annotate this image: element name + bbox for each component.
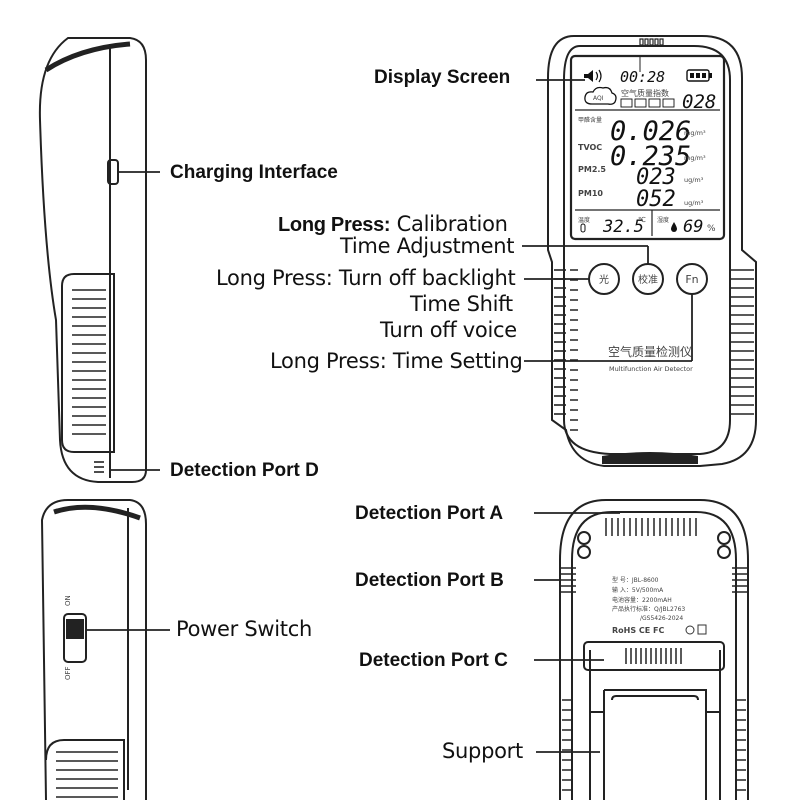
label-charging-interface: Charging Interface — [170, 162, 338, 183]
lcd-pm25-label: PM2.5 — [578, 165, 606, 174]
aqi-level-boxes — [620, 98, 675, 108]
aqi-level-box — [634, 98, 647, 108]
lcd-pm10-unit: ug/m³ — [684, 199, 704, 207]
aqi-cloud-icon — [584, 86, 617, 105]
lcd-temp-label: 温度 — [578, 216, 590, 224]
bottom-vent — [602, 452, 698, 464]
back-label-line2: 输 入：5V/500mA — [612, 586, 664, 594]
indicator-dot — [639, 38, 644, 46]
label-support: Support — [442, 739, 523, 763]
aqi-level-box — [662, 98, 675, 108]
lcd-temp-value: 32.5 — [602, 217, 644, 237]
front-grip-ribs — [570, 269, 578, 431]
back-side-ribs — [562, 699, 746, 791]
lcd-humidity-unit: % — [707, 224, 716, 234]
lcd-humidity-value: 69 — [683, 217, 703, 237]
indicator-dot — [649, 38, 654, 46]
backlight-button-label: 光 — [599, 273, 609, 286]
back-label-sticker: 型 号：JBL-8600 输 入：5V/500mA 电池容量：2200mAH 产… — [612, 576, 707, 635]
lcd-hcho-label: 甲醛含量 — [578, 116, 602, 124]
battery-icon — [686, 69, 712, 82]
back-label-line4: 产品执行标准：Q/JBL2763 — [612, 605, 685, 613]
fn-button-label: Fn — [685, 273, 698, 286]
bin-icon — [697, 624, 707, 635]
lcd-pm10-value: 052 — [636, 187, 676, 212]
lcd-aqi-value: 028 — [682, 91, 716, 113]
front-side-ribs — [554, 269, 754, 415]
indicator-dot — [644, 38, 649, 46]
calibration-button-label: 校准 — [638, 273, 658, 286]
aqi-level-box — [648, 98, 661, 108]
side-grille — [72, 289, 106, 435]
front-subtitle: Multifunction Air Detector — [609, 365, 693, 373]
thermometer-icon — [580, 223, 586, 233]
humidity-drop-icon — [671, 222, 677, 232]
label-turn-off-backlight: Long Press: Turn off backlight — [216, 266, 516, 290]
lcd-pm25-value: 023 — [636, 165, 676, 190]
back-label-line3: 电池容量：2200mAH — [612, 596, 672, 604]
indicator-dot — [654, 38, 659, 46]
indicator-dot — [659, 38, 664, 46]
device-text: 光 校准 Fn 空气质量检测仪 Multifunction Air Detect… — [64, 273, 699, 680]
back-label-certs: RoHS CE FC — [612, 626, 664, 635]
label-detection-port-a: Detection Port A — [355, 503, 504, 524]
label-display-screen: Display Screen — [374, 67, 511, 88]
aqi-level-box — [620, 98, 633, 108]
label-detection-port-b: Detection Port B — [355, 570, 504, 591]
stand-slot — [583, 641, 725, 671]
lcd-tvoc-value: 0.235 — [610, 141, 691, 172]
front-title: 空气质量检测仪 — [608, 344, 692, 359]
lcd-pm10-label: PM10 — [578, 189, 603, 198]
front-view — [547, 35, 757, 467]
side-view-top — [38, 37, 147, 483]
lcd-screen — [569, 54, 726, 241]
label-time-setting: Long Press: Time Setting — [270, 349, 523, 373]
back-view — [559, 499, 749, 800]
detection-port-d-vents — [94, 461, 104, 473]
speaker-icon — [584, 69, 602, 83]
leader-lines — [86, 79, 693, 753]
lcd-time: 00:28 — [620, 68, 665, 86]
label-calibration-text: Calibration — [396, 212, 508, 236]
back-label-line1: 型 号：JBL-8600 — [612, 576, 659, 584]
label-detection-port-d: Detection Port D — [170, 460, 319, 481]
power-switch-shape — [63, 613, 87, 663]
lcd-temp-unit: ℃ — [638, 216, 646, 224]
lcd-tvoc-unit: mg/m³ — [684, 154, 706, 162]
switch-on-label: ON — [64, 595, 72, 606]
lcd-hcho-value: 0.026 — [610, 116, 691, 147]
label-detection-port-c: Detection Port C — [359, 650, 508, 671]
label-turn-off-voice: Turn off voice — [380, 318, 517, 342]
detection-port-a-vents — [605, 518, 697, 536]
side-view-bottom — [40, 499, 147, 800]
label-calibration-prefix: Long Press: — [278, 214, 391, 236]
back-label-line5: /GS5426-2024 — [640, 615, 683, 622]
recycle-icon — [685, 625, 695, 635]
label-calibration: Long Press: Calibration — [278, 212, 508, 236]
lcd-hcho-unit: mg/m³ — [684, 129, 706, 137]
lcd-content: 00:28 AQI 空气质量指数 028 甲醛含量 0.026 mg/m³ TV… — [578, 68, 716, 237]
label-time-shift: Time Shift — [410, 292, 513, 316]
lcd-humidity-label: 湿度 — [657, 216, 669, 224]
switch-off-label: OFF — [64, 666, 72, 680]
label-power-switch: Power Switch — [176, 617, 312, 641]
lcd-aqi-title: 空气质量指数 — [621, 88, 669, 98]
lcd-aqi-label: AQI — [593, 95, 604, 102]
detection-port-b-vents — [560, 567, 748, 593]
top-indicator-dots — [639, 38, 664, 46]
lcd-tvoc-label: TVOC — [578, 143, 602, 152]
side-grille-lower — [56, 751, 118, 798]
detection-port-c-vents — [625, 648, 682, 664]
label-time-adjustment: Time Adjustment — [340, 234, 515, 258]
lcd-pm25-unit: ug/m³ — [684, 176, 704, 184]
